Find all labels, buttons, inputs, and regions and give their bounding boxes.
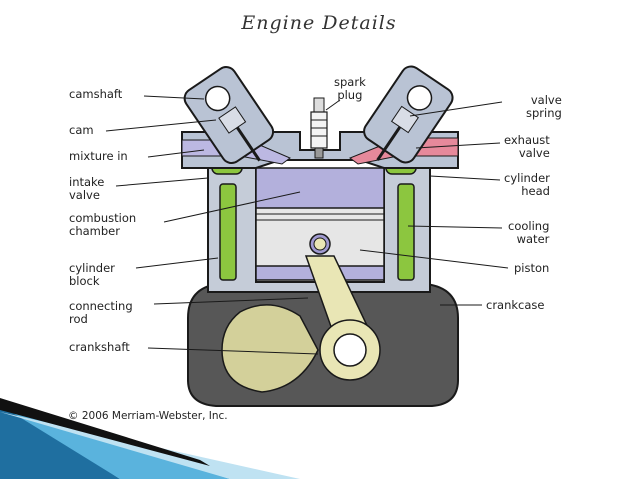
cam-left-icon [204,85,231,112]
label-valve-spring: valve spring [526,93,562,120]
label-crankshaft: crankshaft [69,340,130,354]
cooling-water-right [397,183,415,281]
leader-lines [105,95,509,355]
label-camshaft: camshaft [69,87,123,101]
slide-accent-decoration [0,398,300,479]
spark-plug-icon [310,97,328,159]
crank-counterweight [221,304,319,393]
copyright-notice: © 2006 Merriam-Webster, Inc. [68,410,228,422]
label-cylinder-block: cylinder block [69,261,115,288]
slide-title: Engine Details [241,12,397,34]
label-cooling-water: cooling water [508,219,550,246]
label-piston: piston [514,261,550,275]
label-mixture-in: mixture in [69,149,128,163]
label-spark-plug: spark plug [334,75,366,102]
label-cam: cam [69,123,94,137]
label-connecting-rod: connecting rod [69,299,133,326]
cooling-water-left [219,183,237,281]
cam-right-icon [406,85,433,111]
exhaust-cam-assembly [363,65,454,164]
label-cylinder-head: cylinder head [504,171,550,198]
label-exhaust-valve: exhaust valve [504,133,550,160]
crankshaft-icon [333,333,367,367]
label-combustion-chamber: combustion chamber [69,211,137,238]
intake-cam-assembly [183,66,275,165]
label-crankcase: crankcase [486,298,545,312]
label-intake-valve: intake valve [69,175,105,202]
